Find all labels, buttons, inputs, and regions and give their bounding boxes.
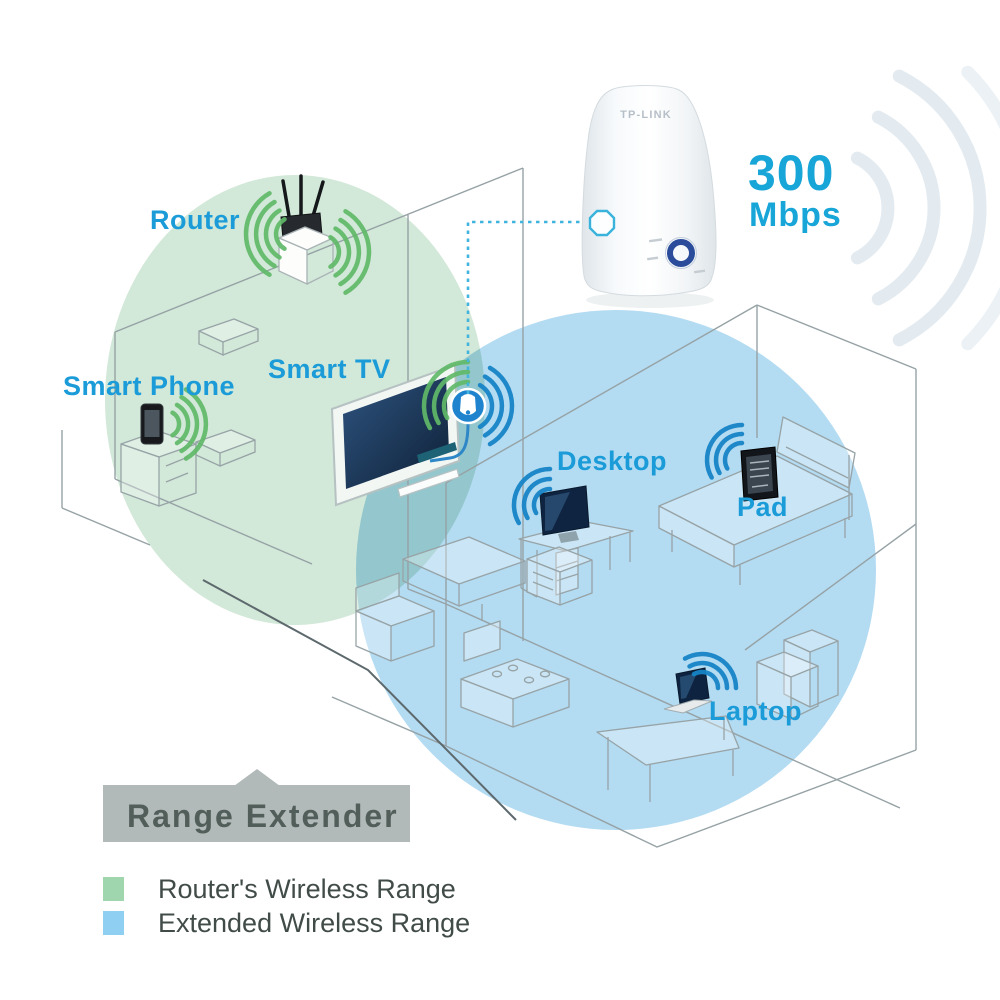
title-badge-label: Range Extender [127, 798, 399, 834]
re-button-icon [588, 209, 616, 237]
house-floorplan [61, 167, 917, 848]
legend-swatch-extended-range [103, 911, 124, 935]
smart-tv-icon [330, 363, 470, 507]
bed-center [402, 536, 526, 608]
legend-label-extended-range: Extended Wireless Range [158, 908, 470, 938]
smartphone-icon [140, 403, 164, 445]
dining-table [596, 715, 740, 802]
pad-signal-icon [704, 422, 745, 480]
legend-swatch-router-range [103, 877, 124, 901]
label-smart-phone: Smart Phone [63, 371, 235, 401]
connector-dashed-line [466, 220, 589, 394]
label-router: Router [150, 205, 240, 235]
furniture [120, 318, 856, 802]
label-pad: Pad [737, 492, 788, 522]
wireless-range-areas [105, 175, 876, 830]
laptop-icon [663, 667, 713, 714]
desktop-signal-icon [511, 466, 553, 526]
corner-sofa [355, 572, 435, 662]
router-signal-icon [243, 191, 372, 295]
laptop-signal-icon [682, 651, 739, 691]
speed-unit: Mbps [749, 196, 842, 234]
speed-callout: 300 Mbps [748, 145, 842, 234]
product-signal-icon [850, 151, 895, 265]
double-bed-pad-room [658, 416, 856, 585]
tv-signal-icon [421, 359, 471, 431]
extender-signal-icon [477, 365, 515, 447]
cabinet-bench [756, 629, 839, 720]
legend: Router's Wireless Range Extended Wireles… [103, 874, 470, 938]
label-desktop: Desktop [557, 446, 667, 476]
extended-range-circle [356, 310, 876, 830]
brand-logo: TP-LINK [620, 109, 672, 121]
title-badge: Range Extender [103, 769, 410, 842]
wps-button-icon [665, 237, 697, 269]
desktop-icon [539, 485, 590, 543]
speed-value: 300 [748, 145, 834, 201]
bed-upper-left [198, 318, 259, 357]
extender-product-image: TP-LINK [581, 65, 1000, 351]
label-laptop: Laptop [709, 696, 802, 726]
label-smart-tv: Smart TV [268, 354, 391, 384]
legend-label-router-range: Router's Wireless Range [158, 874, 456, 904]
smartphone-signal-icon [170, 387, 209, 461]
kitchen [460, 546, 593, 728]
pad-icon [740, 446, 779, 502]
range-extender-icon [449, 387, 487, 425]
